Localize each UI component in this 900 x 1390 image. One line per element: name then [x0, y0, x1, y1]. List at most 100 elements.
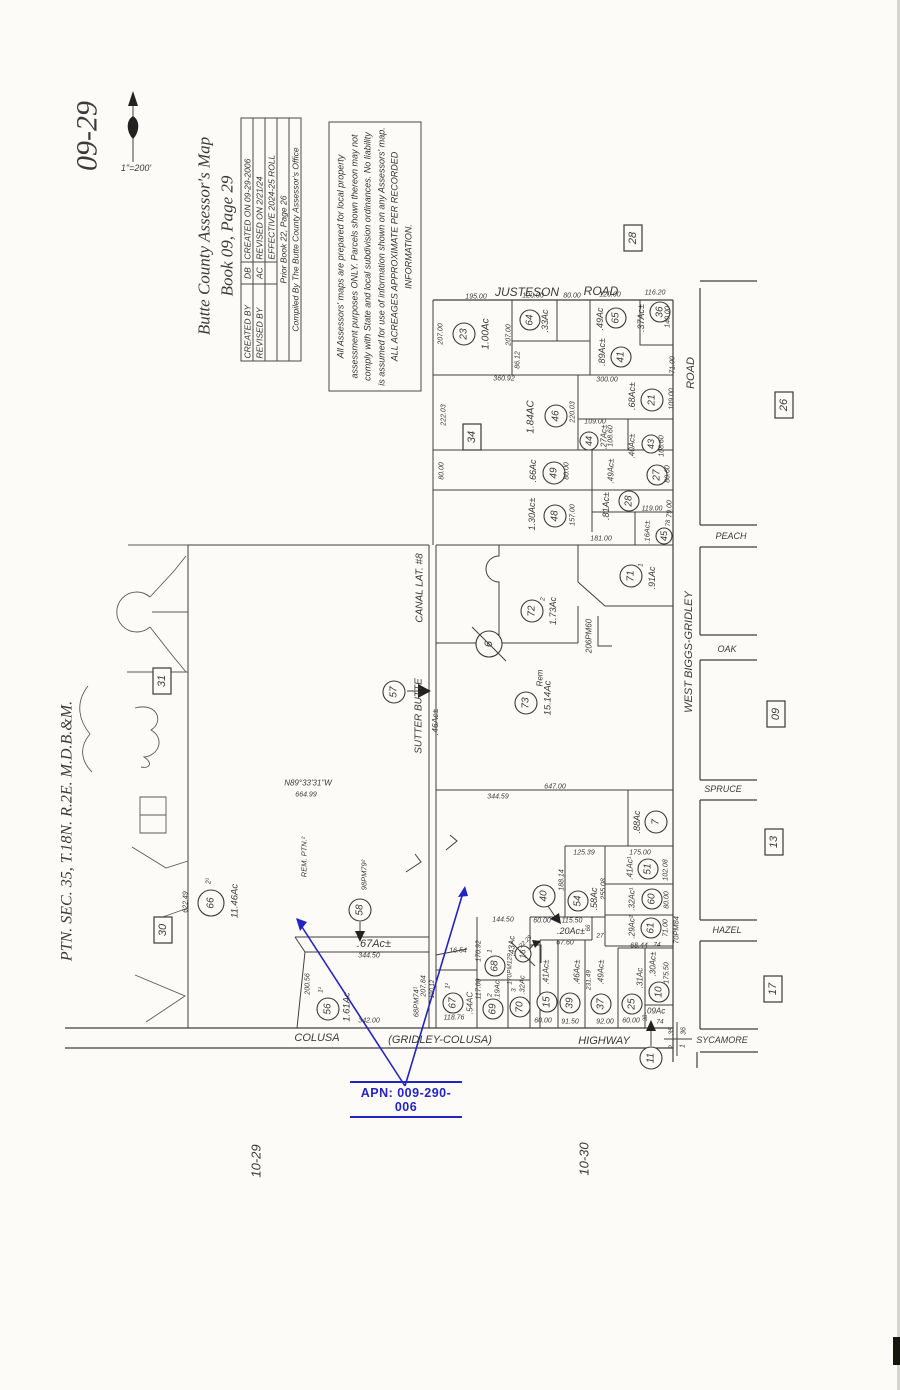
- road-label-oak: OAK: [717, 644, 737, 654]
- svg-text:Rem: Rem: [536, 669, 545, 686]
- svg-text:HIGHWAY: HIGHWAY: [578, 1035, 630, 1047]
- svg-text:.58Ac: .58Ac: [589, 887, 599, 911]
- acreage-68: .43Ac: [508, 936, 517, 956]
- parcel-40: 40: [532, 884, 556, 908]
- svg-text:15.14Ac: 15.14Ac: [543, 680, 554, 715]
- svg-text:664.99: 664.99: [295, 792, 317, 799]
- map-text-16-54: 16.54: [449, 948, 467, 955]
- created-on: CREATED ON 09-29-2006: [241, 118, 253, 263]
- svg-text:.32Ac: .32Ac: [518, 975, 527, 994]
- svg-text:120.00: 120.00: [522, 293, 544, 300]
- svg-text:300.00: 300.00: [596, 377, 618, 384]
- svg-text:1.61Ac: 1.61Ac: [342, 992, 353, 1022]
- map-text-108-60: 108.60: [659, 435, 666, 457]
- acreage-69: .19Ac: [493, 980, 502, 999]
- parcel-21: 21: [640, 388, 664, 412]
- map-text-344-59: 344.59: [487, 794, 509, 801]
- parcel-39: 39: [559, 992, 581, 1014]
- svg-text:65: 65: [611, 312, 622, 324]
- svg-text:7: 7: [651, 819, 662, 825]
- map-text-622-49: 622.49: [183, 891, 190, 913]
- svg-text:.29Ac²: .29Ac²: [628, 915, 637, 938]
- svg-text:220.03: 220.03: [570, 401, 577, 424]
- svg-text:.16Ac±: .16Ac±: [643, 520, 652, 543]
- map-text-181-00: 181.00: [590, 536, 612, 543]
- map-text-38: 38: [643, 1014, 649, 1021]
- svg-text:.67Ac±: .67Ac±: [357, 938, 391, 950]
- acreage-54: .58Ac: [589, 887, 599, 911]
- svg-text:71.00: 71.00: [663, 919, 670, 937]
- disclaimer-line: assessment purposes ONLY. Parcels shown …: [349, 134, 359, 379]
- svg-text:1.30Ac±: 1.30Ac±: [527, 497, 537, 530]
- section-28: 28: [623, 224, 643, 252]
- svg-text:3: 3: [511, 988, 518, 992]
- acreage-25: .31Ac: [636, 968, 645, 988]
- compiled-by: Compiled By The Butte County Assessor's …: [289, 118, 301, 361]
- acreage-21: .68Ac±: [627, 382, 637, 410]
- map-text-80-00: 80.00: [439, 462, 446, 480]
- map-text-119-00: 119.00: [642, 506, 663, 513]
- svg-text:COLUSA: COLUSA: [294, 1032, 339, 1044]
- map-text-60-00: 60.00: [622, 1018, 640, 1025]
- parcel-51: 51: [637, 858, 659, 880]
- svg-text:64: 64: [525, 314, 536, 326]
- acreage-57: .46Ac±: [430, 708, 440, 735]
- svg-text:PEACH: PEACH: [715, 531, 747, 541]
- rem-ptn-label: REM. PTN.²: [300, 836, 309, 877]
- map-text-60-00: 60.00: [534, 1018, 552, 1025]
- parcel-49: 49: [542, 461, 566, 485]
- svg-text:92.00: 92.00: [596, 1019, 614, 1026]
- svg-text:86.12: 86.12: [515, 351, 522, 369]
- svg-text:34: 34: [466, 431, 478, 443]
- parcel-10: 10: [648, 981, 670, 1003]
- parcel-boundary-lines: [130, 300, 673, 1029]
- revised-by-value: AC: [253, 262, 265, 285]
- parcel-36: 36: [649, 301, 671, 323]
- page-code: 09-29: [71, 101, 104, 171]
- parcel-69: 69: [482, 998, 504, 1020]
- svg-text:66: 66: [206, 897, 217, 909]
- road-label-gridley-colusa: (GRIDLEY-COLUSA): [388, 1034, 492, 1046]
- map-text-67-60: 67.60: [556, 940, 574, 947]
- svg-text:15: 15: [542, 996, 553, 1008]
- svg-text:157.00: 157.00: [570, 504, 577, 526]
- parcel-60: 60: [641, 888, 663, 910]
- svg-text:68: 68: [490, 960, 501, 972]
- parcel-44: 44: [579, 431, 599, 451]
- svg-text:206PM60: 206PM60: [585, 618, 594, 654]
- map-text-74: 74: [656, 1019, 664, 1026]
- svg-text:ROAD: ROAD: [685, 357, 697, 389]
- map-text-86-12: 86.12: [515, 351, 522, 369]
- svg-text:26: 26: [778, 398, 790, 412]
- road-lines: [65, 280, 758, 1068]
- pm-ref-98pm79: 98PM79²: [360, 859, 369, 890]
- section-31: 31: [152, 667, 172, 695]
- svg-text:41: 41: [616, 351, 627, 362]
- svg-text:40: 40: [539, 890, 550, 902]
- svg-text:344.50: 344.50: [358, 953, 380, 960]
- road-label-justeson-road: ROAD: [584, 284, 619, 298]
- section-34: 34: [462, 423, 482, 451]
- road-label-west-biggs-gridley: WEST BIGGS-GRIDLEY: [683, 591, 695, 713]
- sup-56: 1¹: [318, 986, 325, 993]
- scan-artifact: [893, 1337, 900, 1365]
- road-label-hazel: HAZEL: [712, 925, 741, 935]
- svg-text:.37Ac±: .37Ac±: [636, 304, 646, 332]
- revised-on: REVISED ON 2/21/24: [253, 118, 265, 263]
- svg-text:181.00: 181.00: [590, 536, 612, 543]
- map-text-157-00: 157.00: [570, 504, 577, 526]
- acreage-36: .37Ac±: [636, 304, 646, 332]
- apn-label: APN: 009-290-006: [350, 1081, 462, 1118]
- svg-text:67: 67: [448, 997, 459, 1009]
- acreage-60: .32Ac¹: [628, 887, 637, 910]
- svg-text:144.50: 144.50: [492, 917, 514, 924]
- svg-text:30: 30: [157, 923, 169, 936]
- acreage-58: .67Ac±: [357, 938, 391, 950]
- map-text-207-84: 207.84: [421, 975, 428, 998]
- svg-text:54: 54: [573, 895, 584, 907]
- svg-text:71: 71: [626, 570, 637, 581]
- svg-text:REM. PTN.²: REM. PTN.²: [300, 836, 309, 877]
- map-text-231-49: 231.49: [586, 970, 593, 991]
